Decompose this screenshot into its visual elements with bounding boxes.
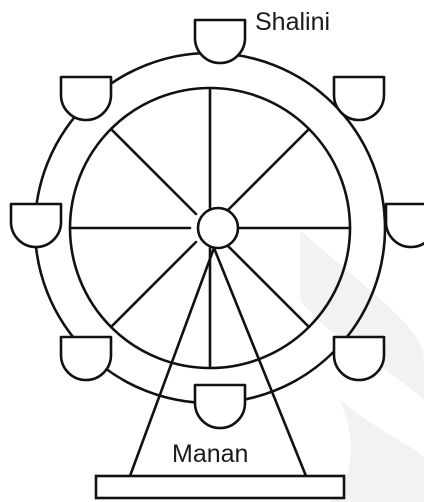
spoke [224,242,309,327]
label-top-cabin: Shalini [255,8,330,36]
hub [198,208,238,248]
cabin-right [386,204,424,247]
cabin-bottom [195,385,245,428]
spoke [224,129,309,214]
cabin-upper-right [334,77,384,120]
cabin-upper-left [61,77,111,120]
base-platform [96,476,344,498]
cabin-lower-left [61,337,111,380]
cabin-left [11,204,61,247]
cabin-top [195,20,245,63]
spoke [111,242,196,327]
cabin-lower-right [334,337,384,380]
label-bottom-cabin: Manan [172,440,248,468]
spoke [111,129,196,214]
